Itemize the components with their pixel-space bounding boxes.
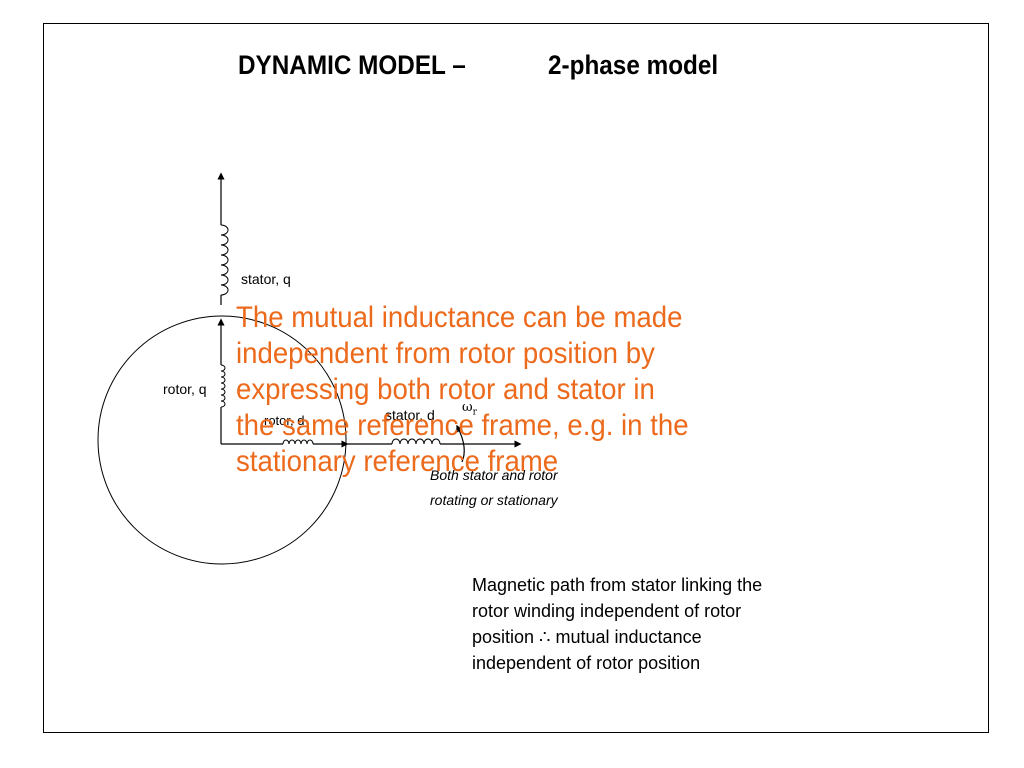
stator-q-coil [220,224,229,296]
note-line: The mutual inductance can be made [236,301,683,334]
note-line: expressing both rotor and stator in [236,373,655,406]
rotor-d-label: rotor, d [264,413,305,428]
rotor-d-coil [282,439,314,445]
omega-r-label: ωr [462,400,477,418]
mutual-inductance-note: The mutual inductance can be made indepe… [236,300,696,480]
magnetic-path-caption: Magnetic path from stator linking the ro… [472,572,762,676]
note-line: independent from rotor position by [236,337,655,370]
caption-line: rotor winding independent of rotor [472,601,742,621]
rotation-note-line1: Both stator and rotor [430,467,558,483]
rotor-q-label: rotor, q [163,381,207,397]
slide-title: DYNAMIC MODEL – [238,50,466,80]
rotor-circle [97,315,347,565]
rotor-q-coil [220,364,226,408]
caption-line: independent of rotor position [472,653,701,673]
caption-line: Magnetic path from stator linking the [472,575,763,595]
rotation-note-line2: rotating or stationary [430,492,558,508]
stator-d-coil [391,438,441,445]
stator-q-label: stator, q [241,271,291,287]
note-line: stationary reference frame [236,445,559,478]
caption-line: position ∴ mutual inductance [472,627,702,647]
note-line: the same reference frame, e.g. in the [236,409,689,442]
stator-d-label: stator, d [385,407,435,423]
rotation-arrow [456,424,465,463]
slide-frame [43,23,989,733]
slide-subtitle: 2-phase model [548,50,719,80]
